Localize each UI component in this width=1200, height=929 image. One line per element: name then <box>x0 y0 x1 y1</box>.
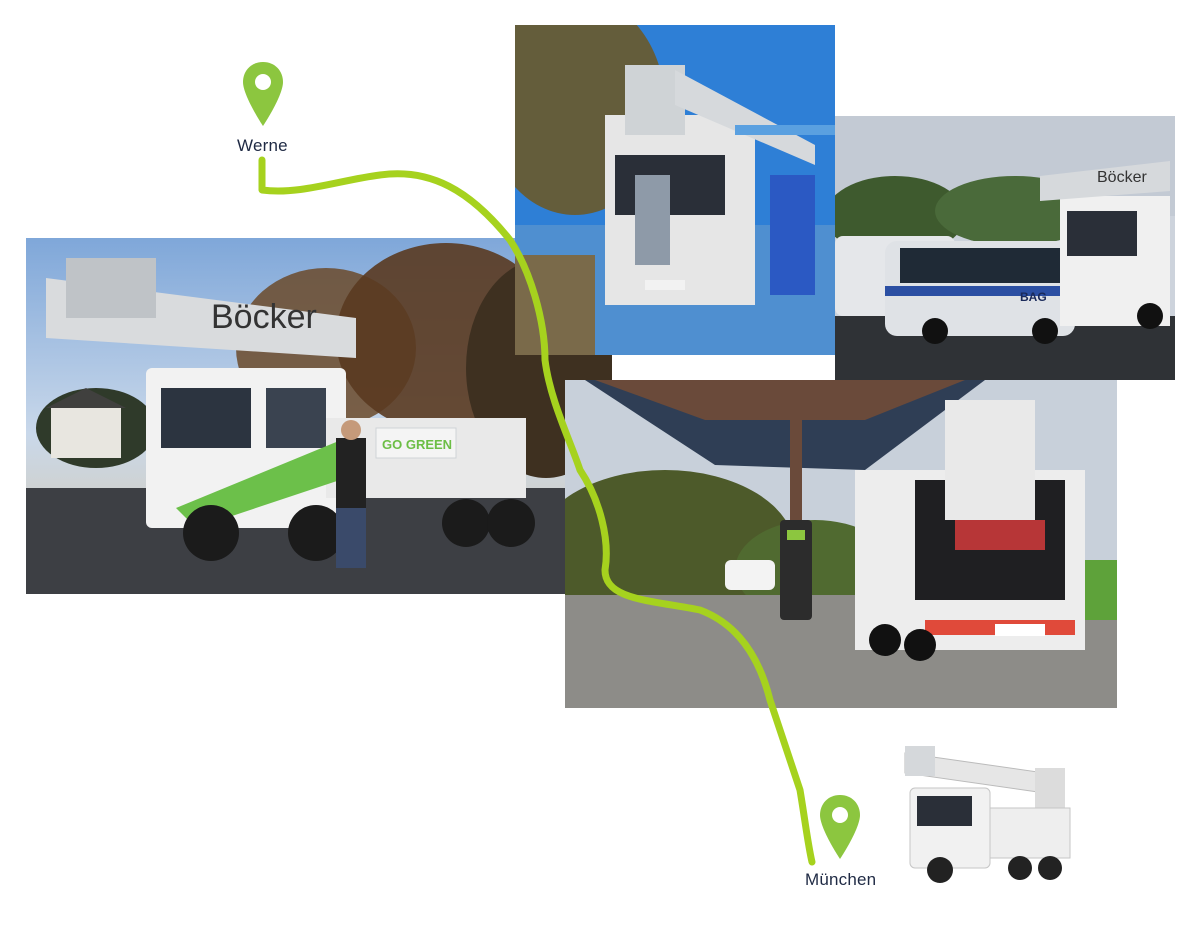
boom-brand-text: Böcker <box>211 298 317 336</box>
location-label-start: Werne <box>237 136 288 155</box>
photo-truck-charging-station <box>515 25 835 355</box>
location-label-end: München <box>805 870 877 889</box>
map-pin-icon <box>241 60 285 130</box>
map-pin-icon <box>818 793 862 863</box>
svg-text:GO GREEN: GO GREEN <box>382 437 452 452</box>
photo-truck-product-shot <box>895 738 1085 893</box>
svg-text:Böcker: Böcker <box>1097 169 1147 186</box>
photo-solar-carport-charger <box>565 380 1117 708</box>
svg-text:BAG: BAG <box>1020 290 1047 304</box>
photo-police-fleet: BAG Böcker <box>835 116 1175 380</box>
